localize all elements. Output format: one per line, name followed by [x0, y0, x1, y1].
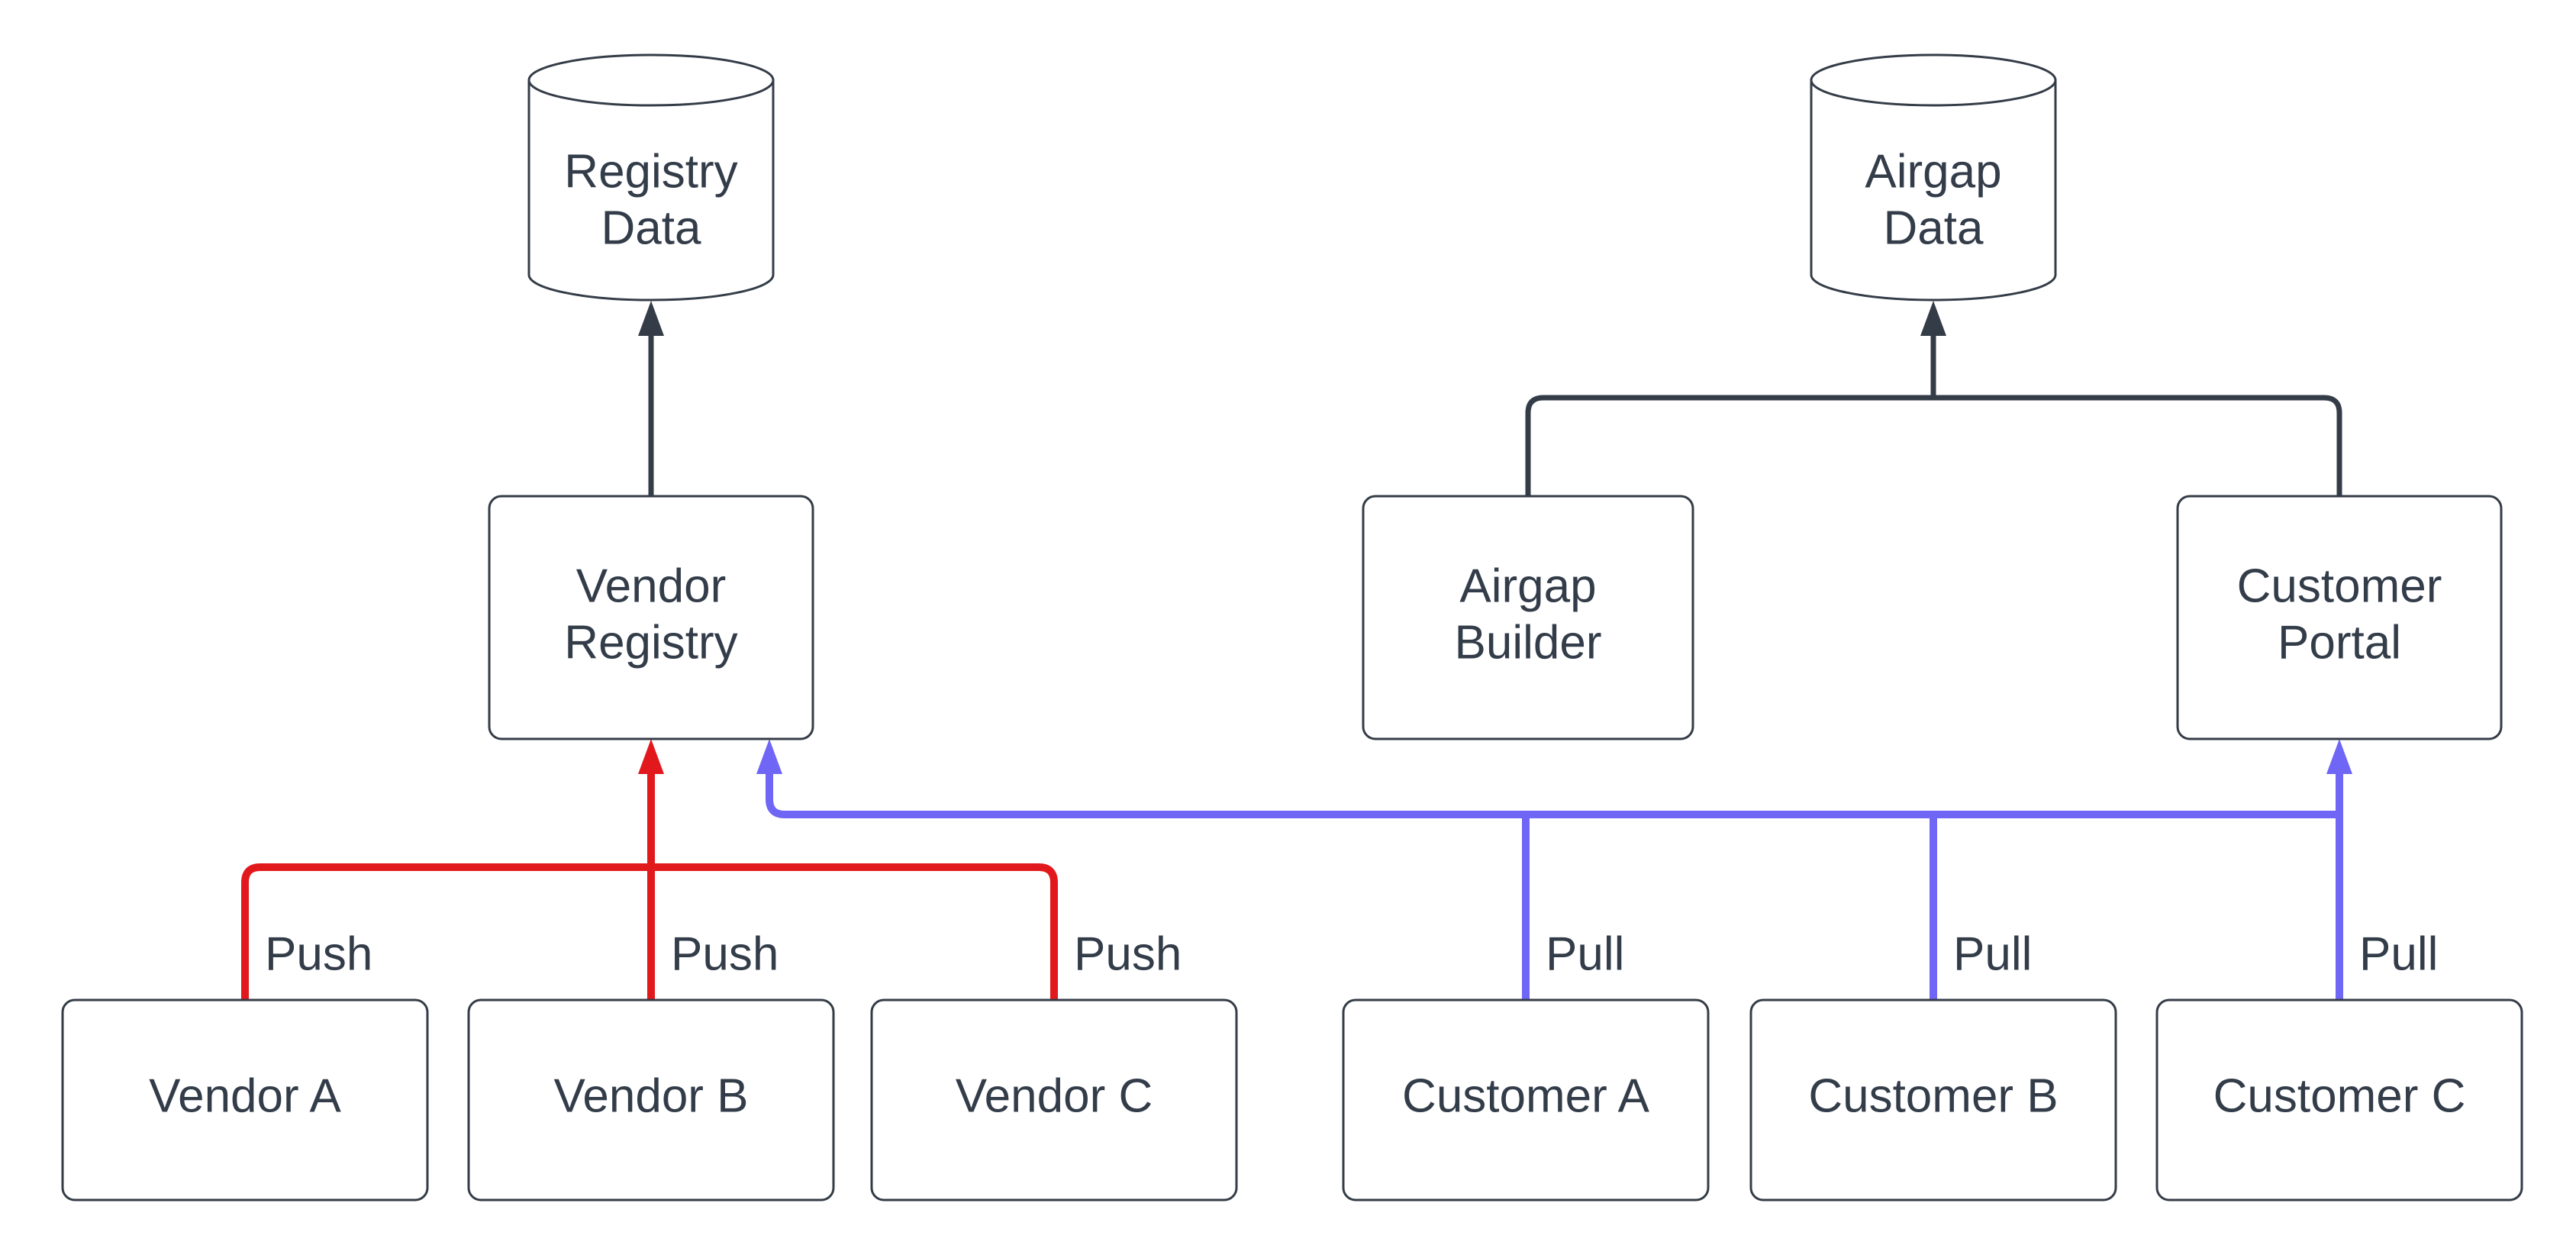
edge-labels-layer: Push Push Push Pull Pull Pull	[265, 928, 2438, 981]
pull-label-customer-a: Pull	[1546, 928, 1624, 981]
push-label-vendor-c: Push	[1074, 928, 1182, 981]
vendor-b-box-label: Vendor B	[553, 1070, 748, 1123]
customer-c-box: Customer C	[2155, 998, 2523, 1202]
push-label-vendor-b: Push	[671, 928, 779, 981]
vendor-a-box-shape	[61, 998, 429, 1202]
customer-a-box-shape	[1342, 998, 1710, 1202]
registry-data-cylinder-body	[527, 79, 775, 302]
vendor-c-box-shape	[870, 998, 1238, 1202]
edge-airgap-merge-trunk	[1525, 395, 2342, 496]
registry-data-cylinder-top	[527, 53, 775, 107]
customer-portal-box-label: Portal	[2278, 617, 2401, 669]
vendor-registry-box-label: Registry	[564, 617, 737, 669]
customer-portal-box-shape	[2176, 495, 2503, 740]
airgap-builder-box-label: Builder	[1455, 617, 1602, 669]
edge-pull-trunk	[766, 774, 2339, 818]
vendor-a-box: Vendor A	[61, 998, 429, 1202]
airgap-builder-box-label: Airgap	[1459, 560, 1596, 613]
vendor-registry-box-shape	[488, 495, 814, 740]
push-label-vendor-a: Push	[265, 928, 372, 981]
vendor-c-box: Vendor C	[870, 998, 1238, 1202]
arrowhead-pull-into-customer-portal-up-arrow-icon	[2326, 739, 2352, 774]
customer-b-box: Customer B	[1749, 998, 2117, 1202]
edges-layer	[241, 334, 2343, 1002]
arrowhead-pull-into-vendor-registry-up-arrow-icon	[756, 739, 782, 774]
customer-c-box-shape	[2155, 998, 2523, 1202]
vendor-registry-box-label: Vendor	[576, 560, 727, 613]
vendor-b-box: Vendor B	[467, 998, 835, 1202]
arrowheads-layer	[638, 301, 2352, 774]
customer-c-box-label: Customer C	[2213, 1070, 2466, 1123]
customer-a-box: Customer A	[1342, 998, 1710, 1202]
customer-b-box-label: Customer B	[1808, 1070, 2058, 1123]
vendor-b-box-shape	[467, 998, 835, 1202]
nodes-layer: RegistryDataAirgapDataVendorRegistryAirg…	[61, 53, 2523, 1202]
airgap-data-cylinder-top	[1810, 53, 2057, 107]
arrowhead-push-into-vendor-registry-up-arrow-icon	[638, 739, 664, 774]
registry-data-cylinder-label: Data	[601, 202, 701, 255]
customer-a-box-label: Customer A	[1402, 1070, 1650, 1123]
arrowhead-into-airgap-data-up-arrow-icon	[1920, 301, 1946, 336]
customer-b-box-shape	[1749, 998, 2117, 1202]
vendor-c-box-label: Vendor C	[956, 1070, 1153, 1123]
airgap-data-cylinder-label: Airgap	[1865, 146, 2001, 198]
airgap-data-cylinder-label: Data	[1884, 202, 1984, 255]
registry-data-cylinder-label: Registry	[564, 146, 737, 198]
vendor-a-box-label: Vendor A	[149, 1070, 341, 1123]
airgap-builder-box-shape	[1362, 495, 1694, 740]
arrowhead-into-registry-data-up-arrow-icon	[638, 301, 664, 336]
customer-portal-box-label: Customer	[2237, 560, 2442, 613]
pull-label-customer-c: Pull	[2359, 928, 2438, 981]
airgap-data-cylinder-body	[1810, 79, 2057, 302]
pull-label-customer-b: Pull	[1953, 928, 2032, 981]
